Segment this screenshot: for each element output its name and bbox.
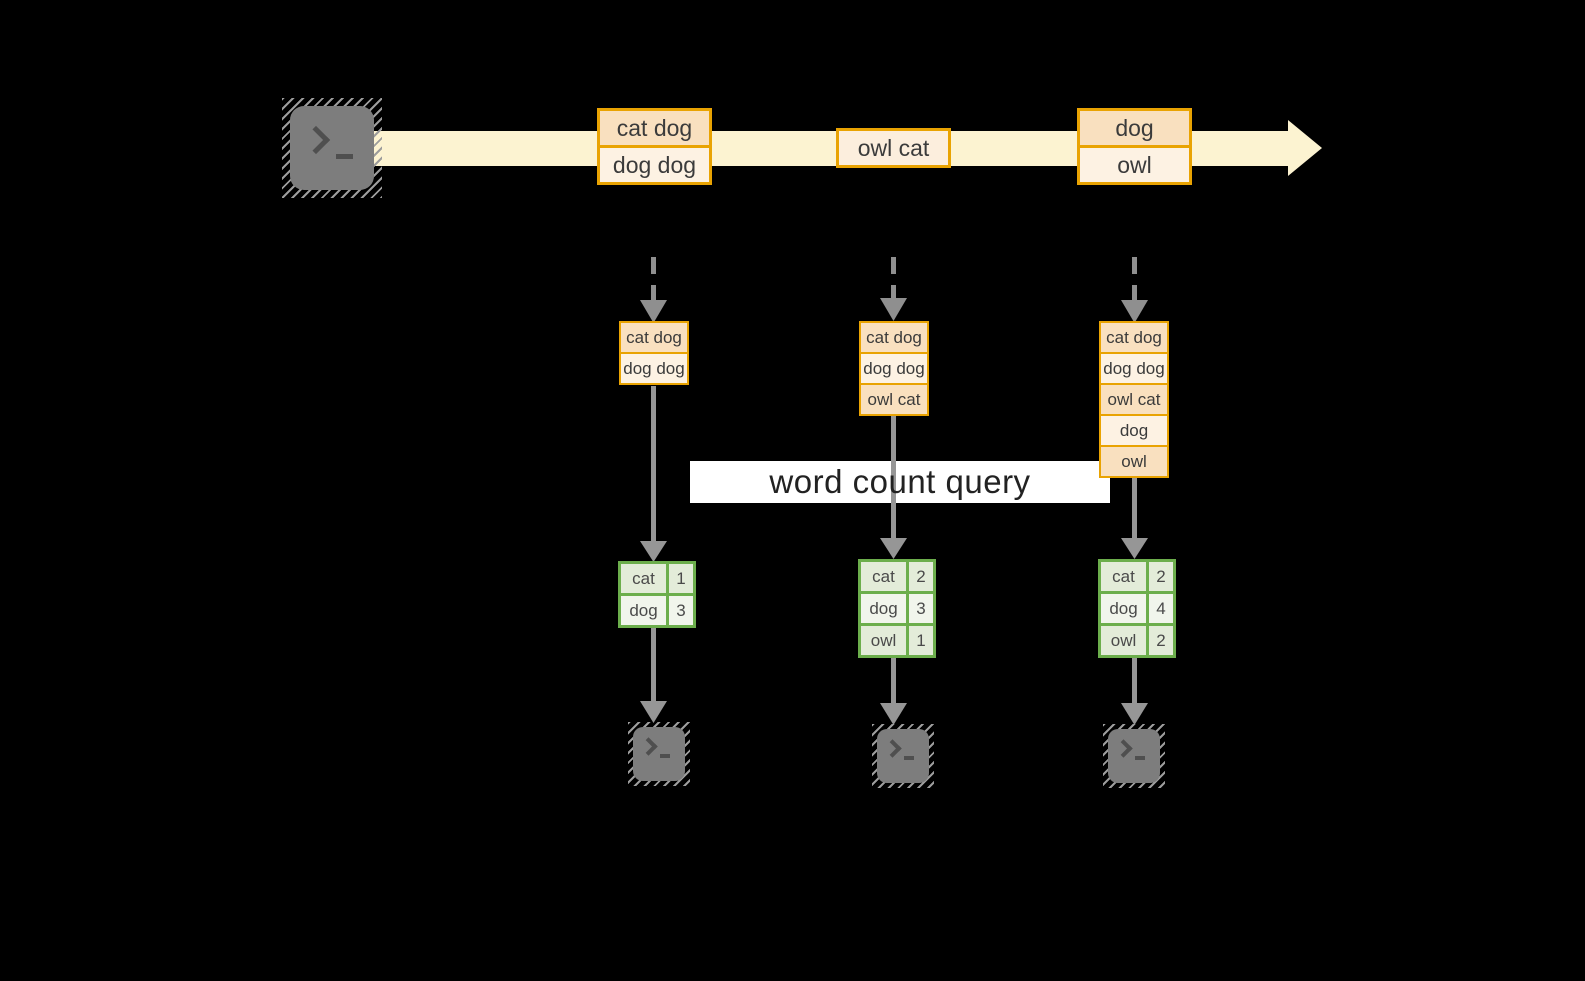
count-word: dog xyxy=(1101,594,1146,623)
prompt-cursor-icon xyxy=(904,756,914,760)
count-value: 2 xyxy=(1149,626,1173,655)
state-row: owl xyxy=(1101,447,1167,476)
count-value: 2 xyxy=(1149,562,1173,591)
count-word: cat xyxy=(1101,562,1146,591)
sink-terminal-icon-2 xyxy=(872,724,934,788)
stream-arrowhead xyxy=(1288,120,1322,176)
batch-row: owl xyxy=(1080,148,1189,182)
terminal-screen xyxy=(1108,729,1160,783)
count-value: 1 xyxy=(909,626,933,655)
batch-row: dog xyxy=(1080,111,1189,145)
batch-row: owl cat xyxy=(839,131,948,165)
state-row: dog dog xyxy=(861,354,927,383)
terminal-screen xyxy=(290,106,374,190)
count-value: 2 xyxy=(909,562,933,591)
prompt-cursor-icon xyxy=(660,754,670,758)
trigger-arrow-2 xyxy=(880,257,907,321)
stream-batch-2: owl cat xyxy=(836,128,951,168)
count-word: owl xyxy=(861,626,906,655)
query-label: word count query xyxy=(769,463,1031,500)
count-word: dog xyxy=(861,594,906,623)
state-row: owl cat xyxy=(861,385,927,414)
prompt-chevron-icon xyxy=(639,737,658,756)
state-row: dog dog xyxy=(1101,354,1167,383)
count-value: 4 xyxy=(1149,594,1173,623)
count-table-1: cat 1 dog 3 xyxy=(618,561,696,628)
output-arrow-1 xyxy=(640,628,667,723)
count-word: cat xyxy=(621,564,666,593)
prompt-chevron-icon xyxy=(883,739,902,758)
terminal-screen xyxy=(877,729,929,783)
batch-row: dog dog xyxy=(600,148,709,182)
state-row: cat dog xyxy=(621,323,687,352)
prompt-chevron-icon xyxy=(1114,739,1133,758)
state-box-1: cat dog dog dog xyxy=(619,321,689,385)
state-row: cat dog xyxy=(1101,323,1167,352)
count-word: owl xyxy=(1101,626,1146,655)
sink-terminal-icon-3 xyxy=(1103,724,1165,788)
state-box-2: cat dog dog dog owl cat xyxy=(859,321,929,416)
state-row: cat dog xyxy=(861,323,927,352)
prompt-cursor-icon xyxy=(336,154,353,159)
stream-batch-1: cat dog dog dog xyxy=(597,108,712,185)
count-value: 1 xyxy=(669,564,693,593)
count-word: dog xyxy=(621,596,666,625)
prompt-cursor-icon xyxy=(1135,756,1145,760)
sink-terminal-icon-1 xyxy=(628,722,690,786)
query-arrow-1 xyxy=(640,386,667,562)
state-box-3: cat dog dog dog owl cat dog owl xyxy=(1099,321,1169,478)
terminal-screen xyxy=(633,727,685,781)
count-value: 3 xyxy=(909,594,933,623)
stream-batch-3: dog owl xyxy=(1077,108,1192,185)
output-arrow-2 xyxy=(880,658,907,725)
query-arrow-3 xyxy=(1121,478,1148,559)
output-arrow-3 xyxy=(1121,658,1148,725)
query-label-band xyxy=(690,461,1110,503)
state-row: owl cat xyxy=(1101,385,1167,414)
trigger-arrow-3 xyxy=(1121,257,1148,323)
trigger-arrow-1 xyxy=(640,257,667,323)
count-word: cat xyxy=(861,562,906,591)
count-table-3: cat 2 dog 4 owl 2 xyxy=(1098,559,1176,658)
prompt-chevron-icon xyxy=(301,125,331,155)
count-value: 3 xyxy=(669,596,693,625)
batch-row: cat dog xyxy=(600,111,709,145)
state-row: dog dog xyxy=(621,354,687,383)
source-terminal-icon xyxy=(282,98,382,198)
state-row: dog xyxy=(1101,416,1167,445)
count-table-2: cat 2 dog 3 owl 1 xyxy=(858,559,936,658)
